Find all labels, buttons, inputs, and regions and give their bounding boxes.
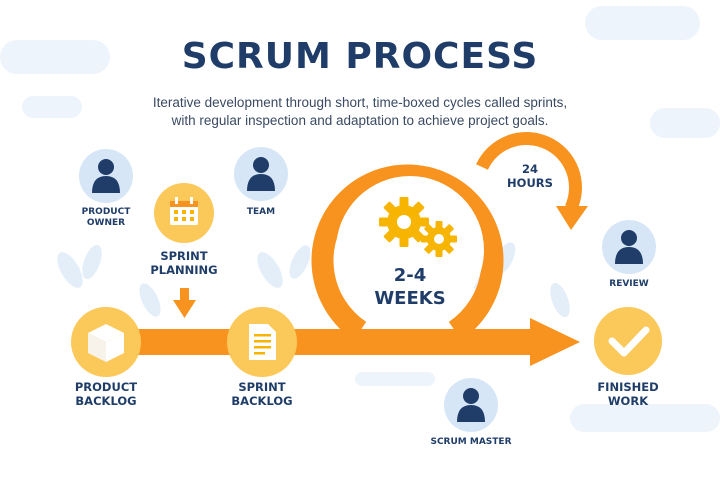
person-icon (444, 378, 498, 432)
label-line: TEAM (246, 207, 276, 217)
document-icon (227, 307, 297, 377)
label-line: PRODUCT (81, 207, 131, 217)
person-icon (79, 149, 133, 203)
label-line: BACKLOG (231, 393, 293, 408)
product-backlog-label: PRODUCT BACKLOG (56, 380, 156, 409)
review-label: REVIEW (589, 279, 669, 290)
label-line: SPRINT (238, 380, 286, 394)
sprint-length-label: 2-4 WEEKS (360, 265, 460, 310)
label-line: OWNER (86, 217, 126, 228)
label-line: 24 (521, 162, 538, 176)
sprint-backlog-label: SPRINT BACKLOG (212, 380, 312, 409)
process-arrow (92, 318, 580, 366)
label-line: WEEKS (374, 287, 446, 309)
box-icon (71, 307, 141, 377)
finished-work-label: FINISHED WORK (578, 380, 678, 409)
sprint-planning-label: SPRINT PLANNING (134, 249, 234, 278)
label-line: WORK (607, 393, 649, 408)
cloud-decoration (570, 404, 720, 432)
page-title: SCRUM PROCESS (181, 36, 539, 77)
cloud-decoration (355, 372, 435, 386)
cloud-decoration (585, 6, 700, 40)
label-line: PLANNING (150, 262, 218, 277)
daily-cycle-label: 24 HOURS (495, 162, 565, 191)
subtitle-line-1: Iterative development through short, tim… (152, 95, 568, 110)
person-icon (234, 147, 288, 201)
person-icon (602, 220, 656, 274)
calendar-icon (154, 183, 214, 243)
page-subtitle: Iterative development through short, tim… (0, 94, 720, 130)
label-line: HOURS (507, 175, 553, 190)
cloud-decoration (650, 108, 720, 138)
cloud-decoration (22, 96, 82, 118)
scrum-master-label: SCRUM MASTER (421, 437, 521, 448)
cloud-decoration (0, 40, 110, 74)
gears-icon (379, 197, 457, 257)
sprint-cycle-loop (311, 164, 504, 341)
product-owner-label: PRODUCT OWNER (66, 207, 146, 229)
leaf-decoration (57, 242, 570, 318)
subtitle-line-2: with regular inspection and adaptation t… (171, 113, 549, 128)
label-line: SPRINT (160, 249, 208, 263)
planning-down-arrow (173, 288, 196, 318)
label-line: FINISHED (597, 380, 659, 394)
team-label: TEAM (221, 207, 301, 218)
daily-cycle-arrow (476, 132, 588, 230)
label-line: SCRUM MASTER (430, 437, 512, 447)
label-line: BACKLOG (75, 393, 137, 408)
label-line: 2-4 (393, 265, 427, 286)
label-line: REVIEW (609, 279, 649, 289)
label-line: PRODUCT (74, 380, 138, 394)
checkmark-icon (594, 307, 662, 375)
